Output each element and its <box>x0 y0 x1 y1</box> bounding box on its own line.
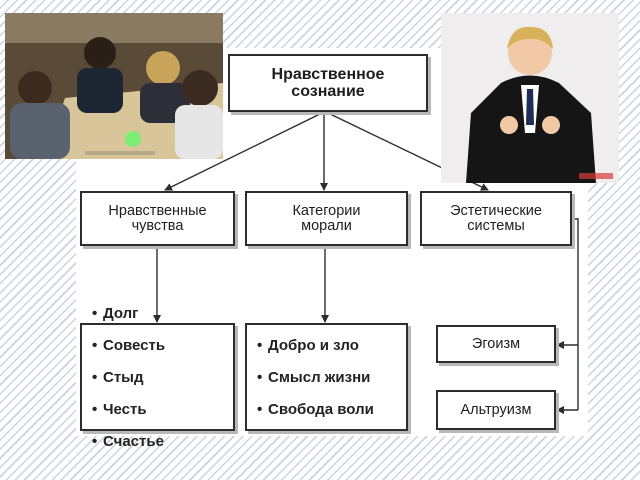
list-item: Добро и зло <box>257 337 374 354</box>
list-item: Стыд <box>92 369 165 386</box>
list-item: Свобода воли <box>257 401 374 418</box>
box-egoism: Эгоизм <box>436 325 556 363</box>
students-photo <box>5 13 223 159</box>
list-item: Совесть <box>92 337 165 354</box>
box-categories: Категории морали <box>245 191 408 246</box>
feelings-list: Долг Совесть Стыд Честь Счастье <box>92 290 165 465</box>
list-item: Долг <box>92 305 165 322</box>
box-aesthetic: Эстетические системы <box>420 191 572 246</box>
list-item: Смысл жизни <box>257 369 374 386</box>
box-altruism: Альтруизм <box>436 390 556 430</box>
box-categories-list: Добро и зло Смысл жизни Свобода воли <box>245 323 408 431</box>
list-item: Честь <box>92 401 165 418</box>
boy-photo <box>441 13 619 183</box>
list-item: Счастье <box>92 433 165 450</box>
categories-list: Добро и зло Смысл жизни Свобода воли <box>257 322 374 433</box>
box-root: Нравственное сознание <box>228 54 428 112</box>
box-feelings: Нравственные чувства <box>80 191 235 246</box>
box-feelings-list: Долг Совесть Стыд Честь Счастье <box>80 305 235 450</box>
